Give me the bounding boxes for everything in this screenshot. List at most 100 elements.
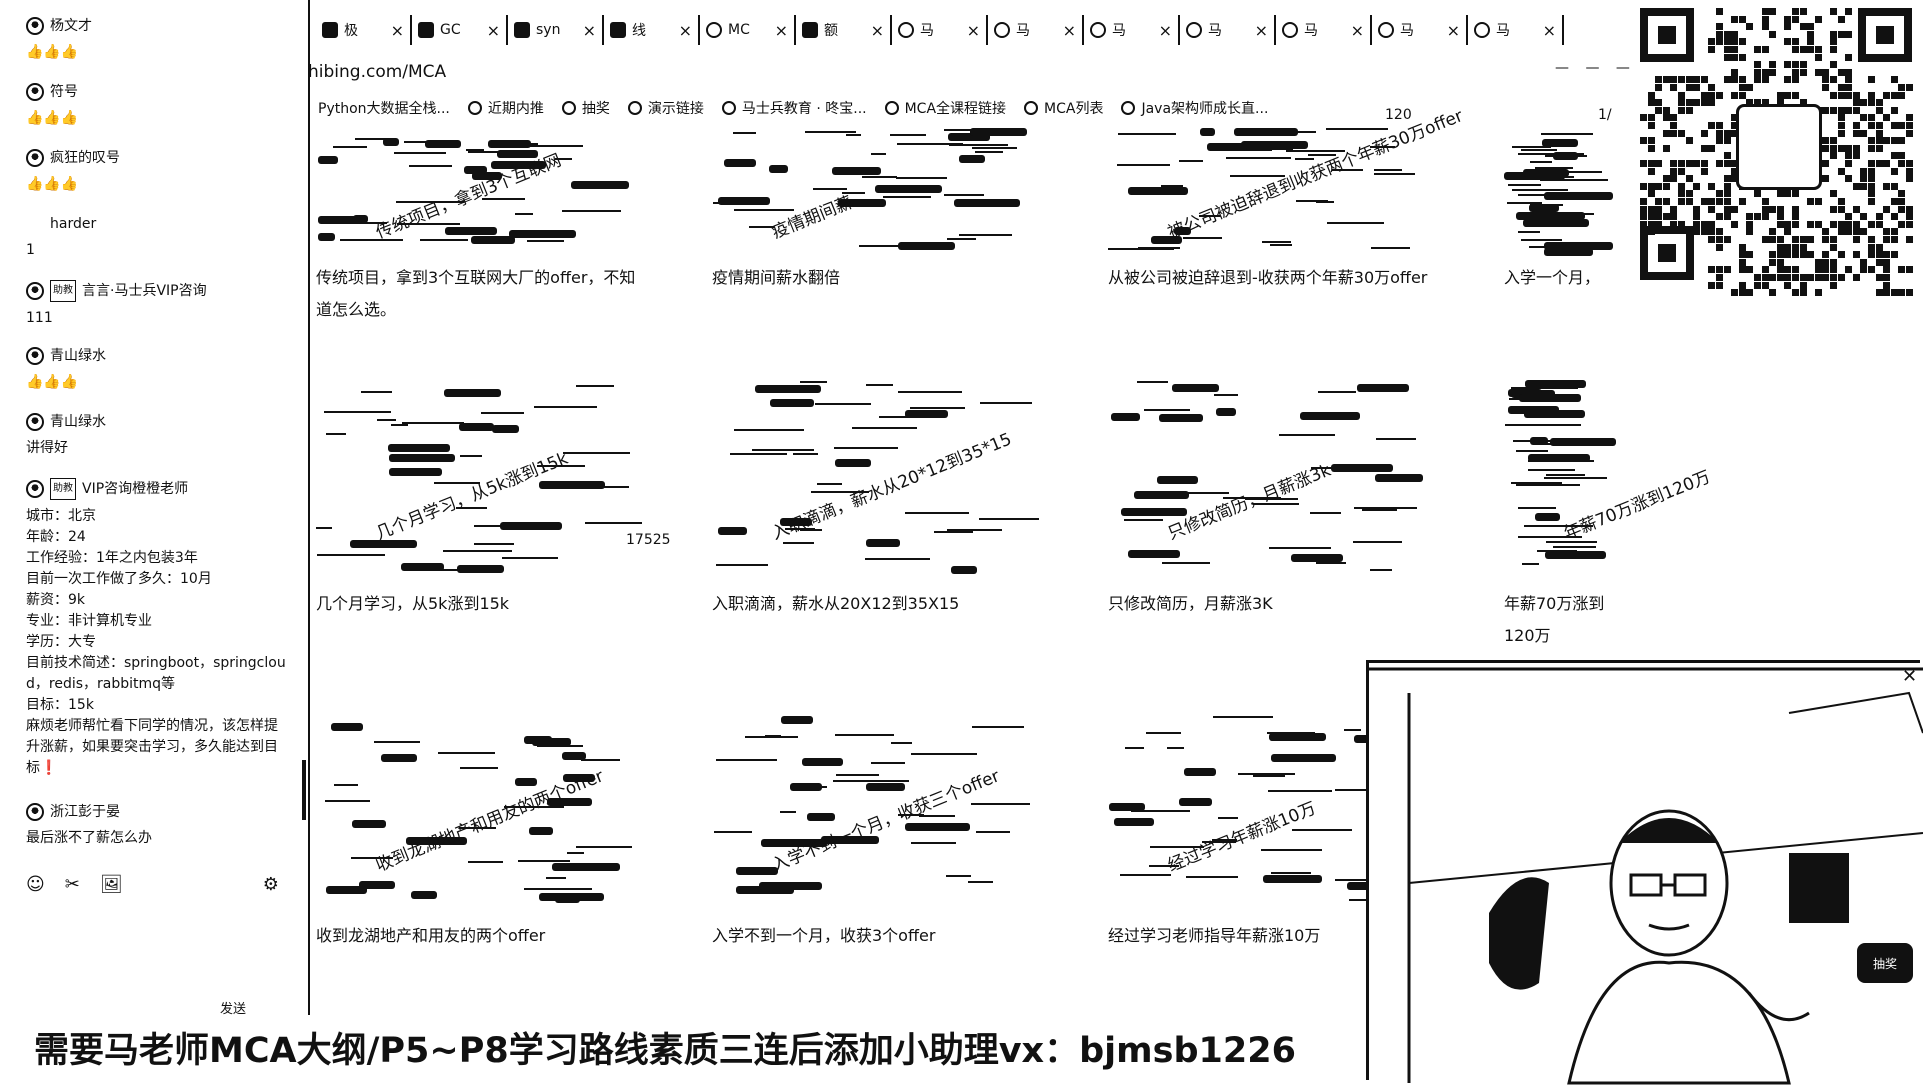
qr-module — [1890, 106, 1898, 114]
browser-tab[interactable]: syn× — [508, 15, 604, 45]
browser-tab[interactable]: 马× — [1276, 15, 1372, 45]
qr-logo — [1736, 104, 1822, 190]
qr-module — [1845, 213, 1853, 221]
qr-module — [1731, 91, 1739, 99]
qr-module — [1845, 91, 1853, 99]
qr-module — [1723, 175, 1731, 183]
qr-module — [1769, 30, 1777, 38]
qr-module — [1898, 289, 1906, 297]
qr-module — [1708, 182, 1716, 190]
qr-code — [1632, 0, 1920, 318]
bookmark[interactable]: 抽奖 — [561, 98, 610, 118]
browser-tab[interactable]: 极× — [316, 15, 412, 45]
qr-module — [1716, 243, 1723, 251]
qr-module — [1685, 190, 1693, 198]
settings-icon[interactable]: ⚙ — [262, 874, 279, 895]
browser-tab[interactable]: 马× — [1468, 15, 1564, 45]
close-icon[interactable]: ✕ — [1902, 666, 1918, 687]
close-icon[interactable]: × — [582, 20, 596, 40]
bookmark[interactable]: Java架构师成长直... — [1121, 98, 1268, 118]
bookmark[interactable]: 近期内推 — [467, 98, 544, 118]
qr-module — [1906, 220, 1913, 228]
card-overlay-text: 收到龙湖地产和用友的两个offer — [373, 766, 607, 877]
globe-icon — [898, 22, 914, 38]
qr-module — [1761, 236, 1769, 243]
browser-tab[interactable]: 马× — [1372, 15, 1468, 45]
qr-module — [1640, 198, 1647, 205]
emoji-icon[interactable]: ☺ — [26, 874, 45, 895]
bookmark[interactable]: MCA全课程链接 — [884, 98, 1006, 118]
card-overlay-text: 被公司被迫辞退到收获两个年薪30万offer — [1165, 106, 1466, 244]
close-icon[interactable]: × — [390, 20, 404, 40]
close-icon[interactable]: × — [1446, 20, 1460, 40]
browser-tab[interactable]: 马× — [892, 15, 988, 45]
bookmark-label: 演示链接 — [647, 101, 704, 117]
qr-module — [1890, 289, 1898, 297]
close-icon[interactable]: × — [966, 20, 980, 40]
qr-module — [1723, 137, 1731, 145]
qr-module — [1837, 167, 1845, 175]
qr-module — [1754, 61, 1761, 69]
qr-module — [1792, 76, 1799, 84]
browser-tab[interactable]: GC× — [412, 15, 508, 45]
qr-module — [1883, 274, 1891, 281]
qr-module — [1769, 68, 1777, 76]
qr-module — [1662, 114, 1670, 122]
webcam-video[interactable]: 抽奖 — [1366, 660, 1923, 1085]
browser-tab[interactable]: MC× — [700, 15, 796, 45]
close-icon[interactable]: × — [678, 20, 692, 40]
browser-tab[interactable]: 马× — [1180, 15, 1276, 45]
close-icon[interactable]: × — [486, 20, 500, 40]
bookmark-icon — [1024, 101, 1039, 115]
qr-module — [1700, 228, 1708, 236]
bookmark[interactable]: 马士兵教育 · 咚宝... — [721, 98, 867, 118]
qr-module — [1678, 198, 1685, 205]
close-icon[interactable]: × — [870, 20, 884, 40]
close-icon[interactable]: × — [774, 20, 788, 40]
send-button[interactable]: 发送 — [220, 1002, 247, 1017]
qr-module — [1860, 167, 1868, 175]
qr-module — [1655, 198, 1663, 205]
bookmark[interactable]: 演示链接 — [627, 98, 704, 118]
close-icon[interactable]: × — [1542, 20, 1556, 40]
scissors-icon[interactable]: ✂ — [64, 874, 80, 895]
qr-module — [1738, 53, 1746, 61]
card-thumbnail: 年薪70万涨到120万 — [1504, 380, 1713, 580]
browser-tab[interactable]: 马× — [988, 15, 1084, 45]
bookmark[interactable]: Python大数据全栈... — [318, 98, 450, 118]
browser-tab[interactable]: 马× — [1084, 15, 1180, 45]
chat-toolbar: ☺ ✂ 🖼 ⚙ — [26, 874, 279, 895]
qr-module — [1807, 220, 1815, 228]
qr-module — [1640, 228, 1647, 236]
globe-icon — [1186, 22, 1202, 38]
qr-module — [1784, 266, 1792, 274]
qr-module — [1723, 129, 1731, 137]
image-icon[interactable]: 🖼 — [99, 874, 123, 895]
close-icon[interactable]: × — [1158, 20, 1172, 40]
qr-module — [1716, 190, 1723, 198]
qr-module — [1852, 205, 1860, 213]
qr-module — [1822, 274, 1830, 281]
qr-module — [1799, 274, 1807, 281]
qr-module — [1814, 15, 1822, 23]
qr-module — [1708, 266, 1716, 274]
address-bar[interactable]: hibing.com/MCA — [308, 62, 447, 82]
qr-module — [1708, 84, 1716, 91]
qr-module — [1799, 23, 1807, 31]
close-icon[interactable]: × — [1254, 20, 1268, 40]
close-icon[interactable]: × — [1062, 20, 1076, 40]
close-icon[interactable]: × — [1350, 20, 1364, 40]
chat-scrollbar[interactable] — [302, 760, 306, 820]
lottery-badge[interactable]: 抽奖 — [1857, 943, 1913, 983]
qr-module — [1647, 228, 1655, 236]
qr-module — [1685, 84, 1693, 91]
browser-tab[interactable]: 额× — [796, 15, 892, 45]
browser-tab[interactable]: 线× — [604, 15, 700, 45]
qr-module — [1708, 144, 1716, 152]
qr-module — [1814, 68, 1822, 76]
qr-module — [1830, 258, 1837, 266]
qr-module — [1837, 106, 1845, 114]
bookmark[interactable]: MCA列表 — [1024, 98, 1103, 118]
qr-module — [1837, 91, 1845, 99]
qr-module — [1640, 114, 1647, 122]
